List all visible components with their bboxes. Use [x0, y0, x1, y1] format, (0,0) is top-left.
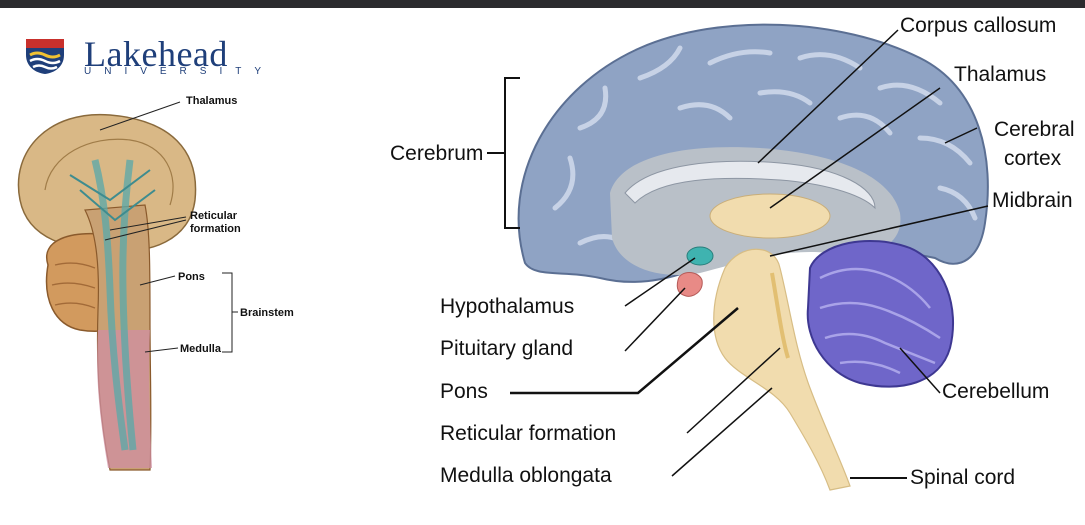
left-label-medulla: Medulla	[180, 343, 222, 355]
label-cortex: cortex	[1004, 147, 1062, 170]
brainstem-shape	[713, 248, 851, 491]
label-medulla: Medulla oblongata	[440, 464, 612, 487]
left-label-reticular: Reticular	[190, 210, 238, 222]
label-reticular-formation: Reticular formation	[440, 422, 616, 445]
brainstem-illustration: Thalamus Reticular formation Pons Brains…	[0, 90, 300, 480]
left-label-pons: Pons	[178, 271, 205, 283]
left-label-brainstem: Brainstem	[240, 307, 294, 319]
label-cerebellum: Cerebellum	[942, 380, 1049, 403]
label-pons: Pons	[440, 380, 488, 403]
label-cerebral: Cerebral	[994, 118, 1075, 141]
cerebrum-bracket	[504, 77, 520, 229]
brain-sagittal-diagram: Corpus callosum Thalamus Cerebral cortex…	[390, 14, 1075, 491]
label-spinal-cord: Spinal cord	[910, 466, 1015, 489]
label-hypothalamus: Hypothalamus	[440, 295, 574, 318]
left-label-thalamus: Thalamus	[186, 95, 237, 107]
reticular-formation-shape	[91, 159, 137, 451]
cerebellum-shape	[806, 240, 954, 388]
hypothalamus-shape	[686, 246, 714, 266]
top-bar	[0, 0, 1085, 8]
label-cerebrum: Cerebrum	[390, 142, 483, 165]
label-midbrain: Midbrain	[992, 189, 1073, 212]
label-thalamus: Thalamus	[954, 63, 1046, 86]
thalamus-shape	[709, 193, 831, 239]
shield-icon	[26, 39, 64, 74]
university-logo: Lakehead UNIVERSITY	[24, 34, 261, 80]
left-label-formation: formation	[190, 223, 241, 235]
medulla-shape	[97, 330, 152, 468]
logo-subtitle: UNIVERSITY	[84, 66, 275, 77]
corpus-callosum-shape	[624, 160, 876, 210]
logo-name: Lakehead	[84, 34, 228, 74]
label-pituitary: Pituitary gland	[440, 337, 573, 360]
label-corpus-callosum: Corpus callosum	[900, 14, 1056, 37]
